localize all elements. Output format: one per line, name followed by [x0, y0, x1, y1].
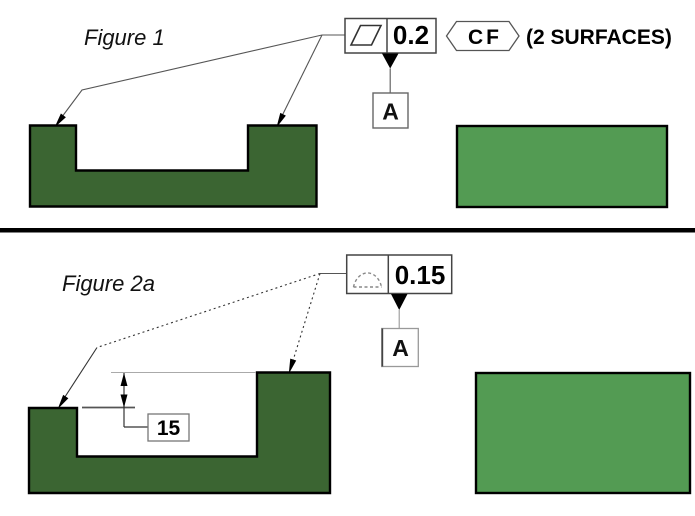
leader-line-left-dashed: [96, 272, 321, 349]
dimension-arrow-down-icon: [120, 394, 128, 408]
leader-line-right: [278, 34, 323, 123]
datum-triangle-icon: [391, 294, 408, 310]
figure-1-title: Figure 1: [84, 25, 165, 50]
leader-line-left-solid: [60, 347, 98, 404]
figure-2a-title: Figure 2a: [62, 271, 155, 296]
leader-arrowhead-left-icon: [58, 394, 69, 408]
figure-1-datum-symbol: A: [372, 53, 409, 129]
figure-1-leader-lines: [58, 34, 345, 123]
leader-line-right-dashed: [290, 273, 321, 368]
cf-modifier-label: CF: [468, 26, 502, 49]
flatness-symbol-icon: [349, 24, 383, 46]
profile-of-a-line-symbol-icon: [352, 272, 383, 288]
figure-2a-datum-symbol: A: [381, 294, 419, 368]
figure-1-tolerance-value: 0.2: [393, 20, 429, 50]
figure-2a-mating-block: [474, 371, 692, 495]
figure-1-section: Figure 1 0.2: [28, 17, 672, 209]
leader-arrowhead-left-icon: [55, 113, 66, 126]
figure-2a-feature-control-frame: 0.15: [345, 254, 453, 295]
dimension-value-box: [147, 413, 190, 442]
figure-2a-dimension: 15: [82, 371, 256, 442]
leader-arrowhead-right-icon: [289, 358, 297, 372]
leader-line-left: [58, 34, 323, 122]
figure-1-surfaces-note: (2 SURFACES): [526, 26, 672, 49]
section-divider: [0, 228, 695, 233]
figure-1-feature-control-frame: 0.2: [344, 17, 437, 54]
dimension-arrow-up-icon: [120, 373, 128, 386]
leader-arrowhead-right-icon: [277, 112, 286, 126]
figure-2a-part-cross-section: [27, 371, 332, 495]
figure-1-mating-block: [455, 124, 669, 209]
dimension-value: 15: [157, 417, 181, 440]
figure-2a-datum-label: A: [392, 335, 409, 361]
figure-1-datum-label: A: [382, 99, 399, 125]
figure-1-part-cross-section: [28, 124, 318, 208]
cf-hexagon-icon: [445, 20, 520, 52]
figure-1-cf-modifier: CF: [445, 20, 520, 52]
figure-2a-section: Figure 2a: [27, 254, 692, 495]
datum-triangle-icon: [382, 53, 399, 69]
figure-2a-tolerance-value: 0.15: [395, 260, 446, 290]
figure-2a-leader-lines: [60, 272, 347, 404]
